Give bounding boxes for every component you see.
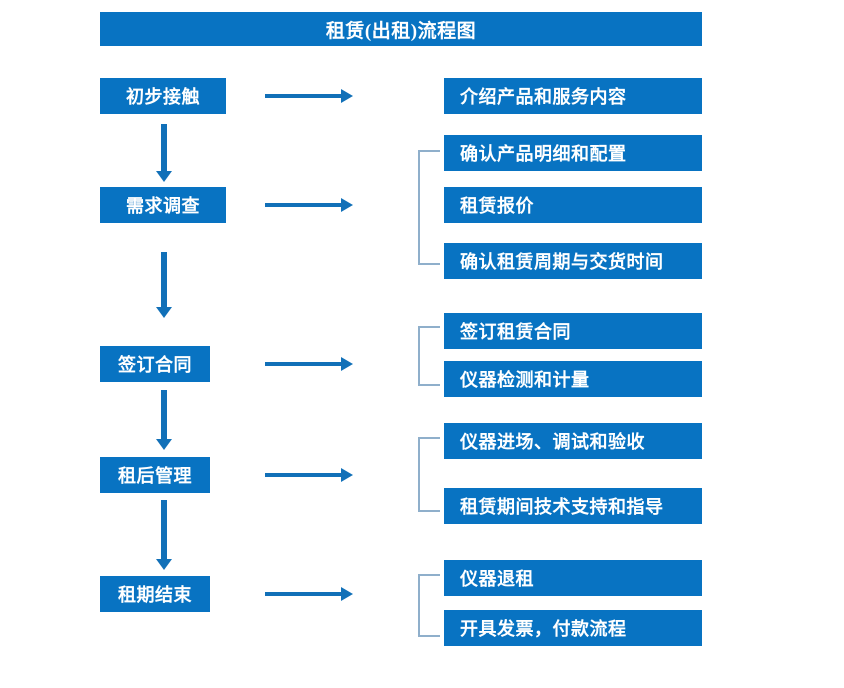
arrow-shaft xyxy=(265,473,341,477)
detail-box-5-2[interactable]: 开具发票，付款流程 xyxy=(444,610,702,646)
stage-box-2[interactable]: 需求调查 xyxy=(100,187,226,223)
detail-box-1-1[interactable]: 介绍产品和服务内容 xyxy=(444,78,702,114)
detail-box-5-1[interactable]: 仪器退租 xyxy=(444,560,702,596)
arrow-shaft xyxy=(161,124,167,171)
detail-box-3-1[interactable]: 签订租赁合同 xyxy=(444,313,702,349)
arrow-head xyxy=(156,439,172,450)
group-bracket-2 xyxy=(418,150,440,265)
stage-box-3[interactable]: 签订合同 xyxy=(100,346,210,382)
detail-box-2-3[interactable]: 确认租赁周期与交货时间 xyxy=(444,243,702,279)
group-bracket-3 xyxy=(418,326,440,386)
arrow-head xyxy=(156,171,172,182)
detail-box-2-1[interactable]: 确认产品明细和配置 xyxy=(444,135,702,171)
arrow-head xyxy=(156,559,172,570)
stage-box-1[interactable]: 初步接触 xyxy=(100,78,226,114)
arrow-head xyxy=(341,89,353,103)
flowchart-title-bar: 租赁(出租)流程图 xyxy=(100,12,702,46)
detail-box-3-2[interactable]: 仪器检测和计量 xyxy=(444,361,702,397)
arrow-shaft xyxy=(161,500,167,559)
arrow-shaft xyxy=(265,592,341,596)
arrow-head xyxy=(341,198,353,212)
group-bracket-4 xyxy=(418,437,440,512)
detail-box-4-1[interactable]: 仪器进场、调试和验收 xyxy=(444,423,702,459)
arrow-shaft xyxy=(161,252,167,307)
detail-box-2-2[interactable]: 租赁报价 xyxy=(444,187,702,223)
stage-box-4[interactable]: 租后管理 xyxy=(100,457,210,493)
arrow-head xyxy=(341,468,353,482)
arrow-shaft xyxy=(265,203,341,207)
arrow-head xyxy=(341,357,353,371)
arrow-shaft xyxy=(265,94,341,98)
stage-box-5[interactable]: 租期结束 xyxy=(100,576,210,612)
arrow-shaft xyxy=(265,362,341,366)
group-bracket-5 xyxy=(418,574,440,637)
arrow-shaft xyxy=(161,390,167,439)
arrow-head xyxy=(156,307,172,318)
detail-box-4-2[interactable]: 租赁期间技术支持和指导 xyxy=(444,488,702,524)
arrow-head xyxy=(341,587,353,601)
